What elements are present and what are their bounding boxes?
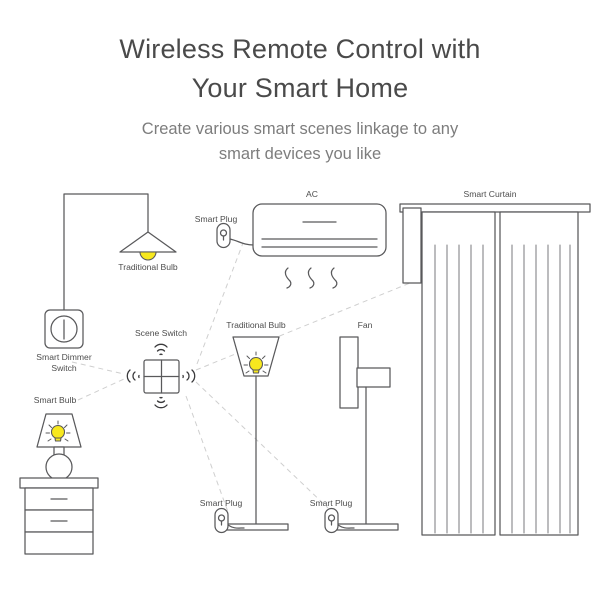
link-smart-bulb-to-scene-switch bbox=[77, 378, 125, 401]
smart-plug-ac-label: Smart Plug bbox=[195, 214, 238, 224]
nightstand-top bbox=[19, 477, 99, 489]
link-scene-switch-to-smart-curtain bbox=[195, 282, 411, 371]
smart-bulb-rays bbox=[45, 420, 71, 442]
link-scene-switch-to-smart-plug-fan bbox=[195, 381, 329, 509]
floor-lamp-bulb-icon bbox=[243, 351, 269, 374]
floor-lamp-bulb-rays bbox=[243, 351, 269, 374]
page-title-line-2: Your Smart Home bbox=[191, 73, 409, 104]
curtain-panel-right bbox=[499, 211, 579, 536]
smart-plug-fan-label: Smart Plug bbox=[310, 498, 353, 508]
smart-curtain: Smart Curtain bbox=[399, 189, 591, 536]
smart-plug-ac-icon[interactable] bbox=[216, 222, 255, 249]
dimmer-switch-label-line-2: Switch bbox=[51, 363, 77, 373]
fan-label: Fan bbox=[358, 320, 373, 330]
dimmer-switch-label-line-1: Smart Dimmer bbox=[36, 352, 92, 362]
link-scene-switch-to-smart-plug-lamp bbox=[185, 395, 229, 513]
nightstand bbox=[19, 477, 99, 555]
link-scene-switch-to-smart-plug-ac bbox=[196, 242, 244, 365]
header-block: Wireless Remote Control with Your Smart … bbox=[0, 0, 600, 167]
curtain-pleats-left bbox=[434, 244, 484, 534]
smart-plug-ac[interactable]: Smart Plug bbox=[195, 214, 255, 249]
scene-switch-signal-top-icon bbox=[154, 343, 168, 356]
smart-bulb-base bbox=[54, 437, 62, 442]
dimmer-switch-dial[interactable] bbox=[50, 315, 78, 343]
smart-bulb-icon bbox=[45, 420, 71, 442]
page-subtitle-line-1: Create various smart scenes linkage to a… bbox=[141, 120, 459, 139]
smart-dimmer-switch[interactable]: Smart Dimmer Switch bbox=[36, 309, 92, 373]
pendant-bulb-icon bbox=[139, 251, 157, 261]
connection-links bbox=[71, 242, 411, 513]
scene-switch[interactable]: Scene Switch bbox=[126, 328, 196, 409]
air-conditioner: AC bbox=[252, 189, 387, 289]
curtain-rail bbox=[399, 203, 591, 213]
page-title: Wireless Remote Control with Your Smart … bbox=[0, 0, 600, 108]
floor-lamp-label: Traditional Bulb bbox=[226, 320, 286, 330]
smart-plug-fan-icon[interactable] bbox=[324, 507, 355, 534]
smart-plug-ac-cord bbox=[229, 238, 255, 246]
fan-head-arm bbox=[356, 367, 391, 388]
pendant-ceiling-wire bbox=[63, 193, 149, 311]
electric-fan: Fan bbox=[333, 320, 399, 531]
scene-switch-signal-left-icon bbox=[126, 369, 140, 383]
table-lamp-base bbox=[45, 453, 73, 481]
smart-plug-floor-lamp-cord bbox=[227, 524, 245, 529]
floor-lamp-bulb-glass bbox=[248, 356, 264, 372]
curtain-motor-box[interactable] bbox=[402, 207, 422, 284]
page-subtitle-line-2: smart devices you like bbox=[218, 145, 382, 164]
ac-label: AC bbox=[306, 189, 318, 199]
ac-body bbox=[252, 203, 387, 257]
curtain-pleats-right bbox=[511, 244, 571, 534]
ac-airflow-icon bbox=[284, 267, 338, 289]
floor-lamp-shade bbox=[232, 336, 280, 377]
smart-bulb-label: Smart Bulb bbox=[34, 395, 77, 405]
page-title-line-1: Wireless Remote Control with bbox=[119, 34, 481, 64]
scene-switch-signal-bottom-icon bbox=[154, 396, 168, 409]
pendant-lamp-label: Traditional Bulb bbox=[118, 262, 178, 272]
link-dimmer-to-scene-switch bbox=[71, 361, 125, 375]
smart-bulb-glass bbox=[50, 424, 66, 440]
smart-plug-floor-lamp-icon[interactable] bbox=[214, 507, 245, 534]
pendant-shade bbox=[119, 231, 177, 253]
smart-plug-fan-cord bbox=[337, 524, 355, 529]
scene-switch-label: Scene Switch bbox=[135, 328, 187, 338]
smart-bulb-table-lamp: Smart Bulb bbox=[19, 395, 99, 555]
smart-curtain-label: Smart Curtain bbox=[463, 189, 516, 199]
scene-switch-signal-right-icon bbox=[182, 369, 196, 383]
page-subtitle: Create various smart scenes linkage to a… bbox=[0, 108, 600, 167]
smart-plug-floor-lamp-label: Smart Plug bbox=[200, 498, 243, 508]
nightstand-drawer-3 bbox=[24, 531, 94, 555]
smart-plug-fan[interactable]: Smart Plug bbox=[310, 498, 355, 534]
floor-lamp: Traditional Bulb bbox=[223, 320, 289, 531]
smart-plug-floor-lamp[interactable]: Smart Plug bbox=[200, 498, 245, 534]
pendant-lamp: Traditional Bulb bbox=[63, 193, 178, 311]
fan-head-vertical bbox=[339, 336, 359, 409]
floor-lamp-bulb-base bbox=[252, 369, 260, 374]
